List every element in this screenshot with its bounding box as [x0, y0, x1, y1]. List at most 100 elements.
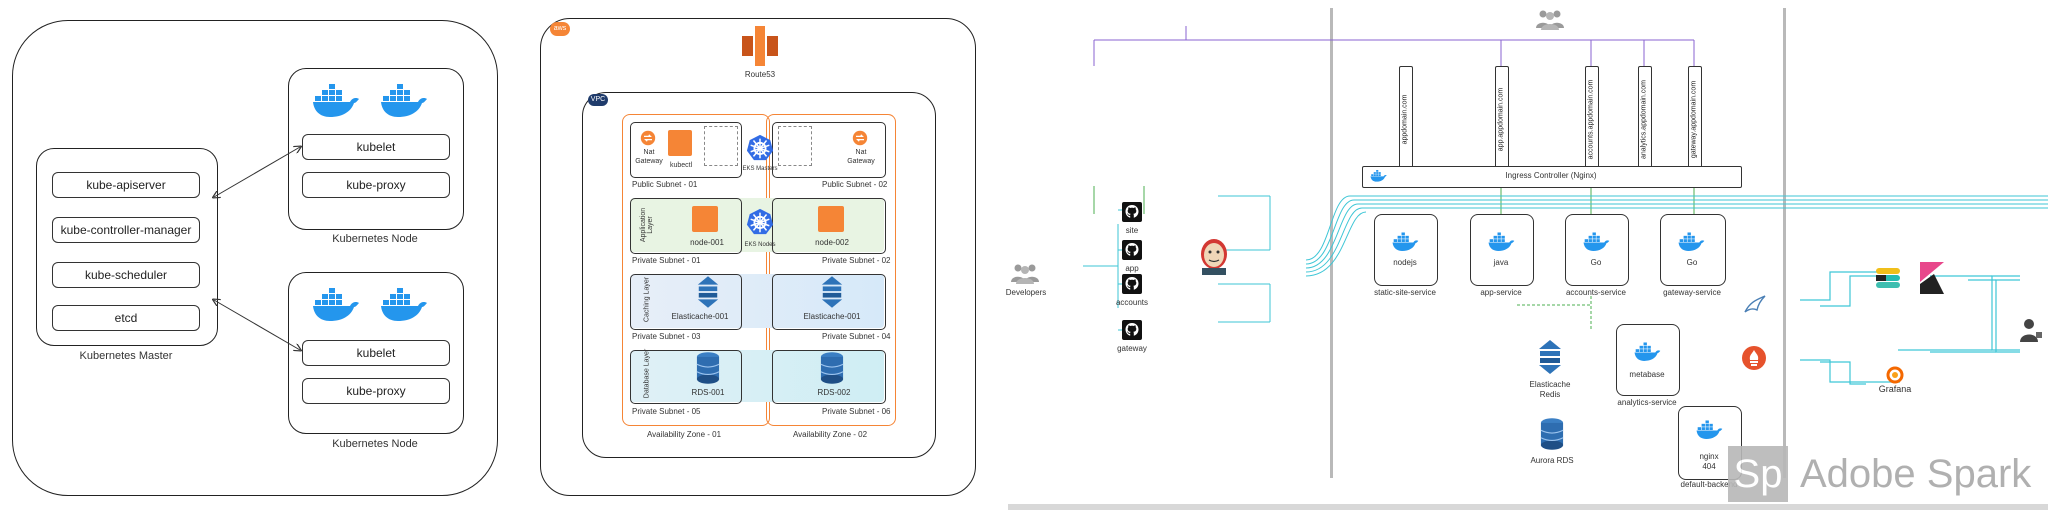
- eks-masters-label: EKS Masters: [742, 166, 778, 172]
- docker-icon: [1678, 232, 1706, 252]
- metabase-label: metabase: [1629, 370, 1665, 379]
- private-subnet-06: [772, 350, 886, 404]
- flow-connectors: [1083, 26, 2048, 383]
- private-subnet-01: [630, 198, 742, 254]
- nat-gateway-icon: [640, 130, 656, 146]
- subnet-label: Private Subnet - 03: [632, 332, 701, 341]
- master-component: kube-apiserver: [52, 172, 200, 198]
- docker-icon: [1370, 170, 1388, 182]
- layer-label: Application Layer: [640, 207, 654, 243]
- subnet-label: Private Subnet - 06: [822, 407, 891, 416]
- empty-slot: [778, 126, 812, 166]
- domain-label: app.appdomain.com: [1497, 87, 1505, 152]
- master-node-link: [214, 147, 300, 197]
- section-divider: [1783, 8, 1786, 478]
- master-label: Kubernetes Master: [79, 350, 173, 362]
- domain-label: accounts.appdomain.com: [1587, 79, 1595, 160]
- route53-icon: [742, 26, 778, 66]
- service-name: gateway-service: [1663, 288, 1721, 297]
- nginx-label: nginx 404: [1699, 452, 1719, 471]
- subnet-label: Private Subnet - 05: [632, 407, 701, 416]
- subnet-label: Public Subnet - 01: [632, 180, 698, 189]
- aurora-rds-icon: [1540, 418, 1564, 450]
- nat-gateway-icon: [852, 130, 868, 146]
- layer-label: Database Layer: [643, 348, 651, 399]
- zone-label: Availability Zone - 02: [792, 430, 868, 439]
- repo-label: app: [1125, 264, 1139, 273]
- admin-user-icon: [2020, 319, 2042, 342]
- github-icon: [1122, 320, 1142, 340]
- service-name: accounts-service: [1565, 288, 1627, 297]
- developers-label: Developers: [1005, 288, 1047, 297]
- docker-icon: [1634, 342, 1662, 362]
- subnet-label: Private Subnet - 02: [822, 256, 891, 265]
- aws-cloud-badge: aws: [550, 22, 570, 36]
- kubectl-instance: [668, 130, 692, 156]
- elasticache-icon: [1537, 340, 1563, 374]
- elastic-icon: [1876, 268, 1900, 288]
- vpc-badge: VPC: [588, 94, 608, 106]
- private-subnet-03: [630, 274, 742, 330]
- developers-icon: [1010, 262, 1040, 284]
- rds-icon: [820, 352, 844, 384]
- github-icon: [1122, 274, 1142, 294]
- eks-nodes-label: EKS Nodes: [744, 242, 776, 248]
- service-tech: java: [1493, 258, 1509, 267]
- github-icon: [1122, 202, 1142, 222]
- prometheus-icon: [1742, 346, 1766, 370]
- bottom-rule: [1008, 504, 2048, 510]
- node-component: kube-proxy: [302, 172, 450, 198]
- node-label: Kubernetes Node: [332, 438, 418, 450]
- domain-label: appdomain.com: [1401, 94, 1409, 145]
- service-tech: nodejs: [1393, 258, 1417, 267]
- k8s-outer-frame: [12, 20, 498, 496]
- service-name: static-site-service: [1374, 288, 1436, 297]
- green-lines: [1093, 186, 1695, 330]
- section-divider: [1330, 8, 1333, 478]
- node-instance-icon: [692, 206, 718, 232]
- domain-label: analytics.appdomain.com: [1640, 80, 1648, 159]
- rds-label: RDS-001: [691, 388, 725, 397]
- service-box: [1470, 214, 1534, 286]
- node-component: kubelet: [302, 340, 450, 366]
- subnet-label: Private Subnet - 04: [822, 332, 891, 341]
- monitor-connectors: [1820, 275, 2020, 385]
- eks-masters-icon: [746, 134, 774, 162]
- k8s-master-box: [36, 148, 218, 346]
- route53-label: Route53: [744, 70, 776, 79]
- kubectl-label: kubectl: [670, 162, 693, 169]
- public-subnet-02: [772, 122, 886, 178]
- node-component: kubelet: [302, 134, 450, 160]
- node-instance-label: node-001: [690, 238, 724, 247]
- availability-zone-01: [622, 114, 770, 426]
- elasticache-icon: [696, 276, 720, 308]
- subnet-label: Private Subnet - 01: [632, 256, 701, 265]
- private-subnet-04: [772, 274, 886, 330]
- monitoring-lines: [1800, 271, 2020, 383]
- zone-label: Availability Zone - 01: [646, 430, 722, 439]
- metabase-box: [1616, 324, 1680, 396]
- analytics-service-label: analytics-service: [1617, 398, 1677, 407]
- aurora-rds-label: Aurora RDS: [1530, 456, 1574, 465]
- subnet-label: Public Subnet - 02: [822, 180, 888, 189]
- service-tech: Go: [1590, 258, 1602, 267]
- private-subnet-05: [630, 350, 742, 404]
- service-tech: Go: [1686, 258, 1698, 267]
- private-subnet-02: [772, 198, 886, 254]
- eks-nodes-icon: [746, 208, 774, 236]
- kibana-icon: [1920, 262, 1944, 294]
- repo-label: site: [1125, 226, 1139, 235]
- default-backend-label: default-backend: [1680, 480, 1738, 489]
- domain-label: gateway.appdomain.com: [1690, 80, 1698, 159]
- purple-lines: [1093, 26, 1695, 66]
- jenkins-icon: [1201, 239, 1227, 275]
- node-label: Kubernetes Node: [332, 233, 418, 245]
- teal-lines: [1083, 195, 2048, 331]
- docker-icon: [1583, 232, 1611, 252]
- aws-cloud-frame: [540, 18, 976, 496]
- rds-icon: [696, 352, 720, 384]
- nat-gateway-label: Nat Gateway: [847, 149, 875, 165]
- k8s-node-box: [288, 272, 464, 434]
- service-box: [1660, 214, 1726, 286]
- k8s-connectors: [0, 0, 520, 512]
